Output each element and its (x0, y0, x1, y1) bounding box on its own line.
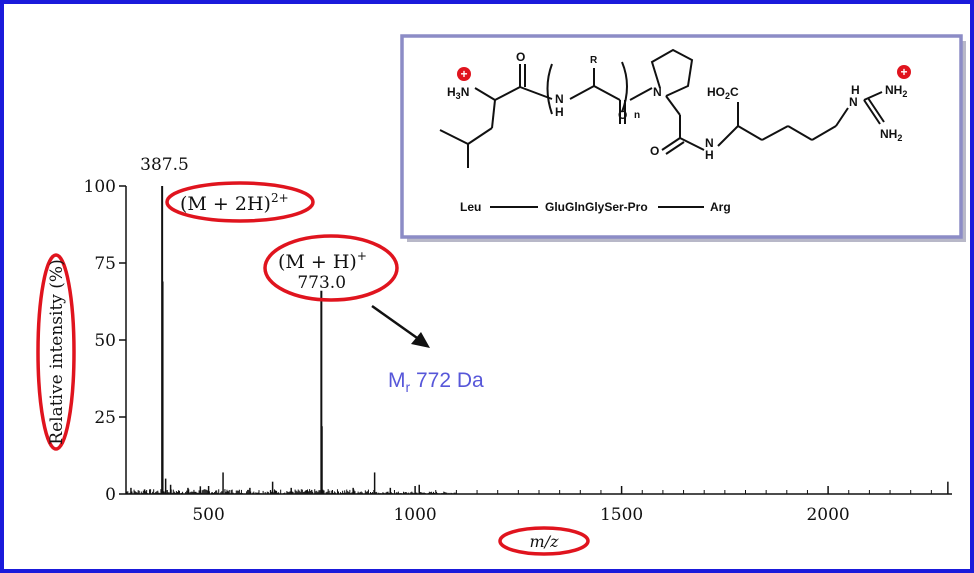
x-axis-label: m/z (530, 532, 560, 551)
molecular-mass-label: Mr 772 Da (388, 369, 484, 395)
arrow-line (371, 304, 421, 342)
y-axis-label: Relative intensity (%) (47, 259, 67, 444)
svg-text:N: N (705, 136, 714, 150)
y-tick-label: 0 (105, 485, 116, 505)
x-tick-label: 2000 (806, 505, 849, 525)
svg-text:N: N (653, 85, 662, 99)
arrow-head (411, 332, 430, 348)
baseline-noise (126, 489, 457, 494)
svg-text:N: N (849, 95, 858, 109)
structure-atom-labels: H3N O R N H O n N HO2C O N H H N NH2 NH2 (447, 50, 907, 162)
svg-text:O: O (516, 50, 525, 64)
dication-annotation: (M + 2H)2+ (180, 191, 289, 215)
sequence-line: Leu GluGlnGlySer-Pro Arg (460, 200, 731, 214)
ylabel-highlight (36, 253, 76, 451)
svg-text:H: H (555, 105, 564, 119)
x-tick-label: 1000 (393, 505, 436, 525)
sequence-arg: Arg (710, 200, 731, 214)
y-tick-label: 50 (94, 331, 116, 351)
peptide-structure-inset: H3N O R N H O n N HO2C O N H H N NH2 NH2… (400, 34, 966, 242)
y-tick-label: 75 (94, 254, 116, 274)
monocation-annotation: (M + H)+ (278, 249, 367, 273)
sequence-leu: Leu (460, 200, 481, 214)
svg-text:+: + (900, 65, 907, 79)
peaks (130, 186, 949, 494)
peak-labels: 387.5 773.0 (140, 155, 346, 293)
y-tick-label: 100 (84, 177, 116, 197)
xlabel-highlight (498, 526, 590, 556)
y-ticks: 0 25 50 75 100 (84, 177, 126, 505)
svg-text:H: H (851, 83, 860, 97)
peak-label: 387.5 (140, 155, 189, 175)
dication-highlight (165, 181, 315, 223)
sequence-middle: GluGlnGlySer-Pro (545, 200, 648, 214)
y-tick-label: 25 (94, 408, 116, 428)
svg-text:+: + (460, 67, 467, 81)
svg-text:n: n (634, 110, 640, 121)
svg-text:O: O (618, 108, 627, 122)
svg-text:HO2C: HO2C (707, 85, 739, 101)
svg-text:H3N: H3N (447, 85, 469, 101)
svg-text:NH2: NH2 (880, 127, 902, 143)
x-tick-label: 1500 (600, 505, 643, 525)
inset-box (400, 34, 963, 239)
x-ticks: 500 1000 1500 2000 (146, 486, 932, 525)
svg-text:N: N (555, 92, 564, 106)
svg-text:H: H (705, 148, 714, 162)
monocation-highlight (263, 234, 399, 302)
positive-charge-icon: + (897, 65, 911, 79)
svg-text:O: O (650, 144, 659, 158)
svg-text:NH2: NH2 (885, 83, 907, 99)
structure-bonds (439, 48, 885, 208)
positive-charge-icon: + (457, 67, 471, 81)
peak-label: 773.0 (297, 273, 346, 293)
svg-text:R: R (590, 55, 598, 66)
x-tick-label: 500 (192, 505, 224, 525)
